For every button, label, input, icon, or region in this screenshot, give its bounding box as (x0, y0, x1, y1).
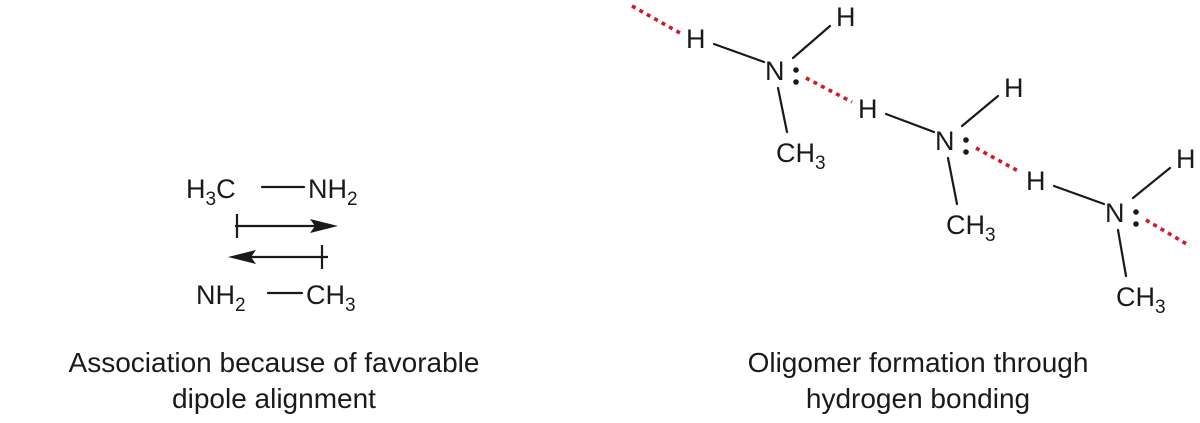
bottom-nh2-label: NH2 (196, 280, 246, 316)
hydrogen-bond-incoming (631, 4, 681, 35)
methylamine-molecule-3: H H N CH3 (1026, 144, 1196, 318)
m3-lone-pair-dot (1133, 221, 1139, 227)
dipole-arrow-left (228, 245, 328, 269)
m2-lone-pair-dot (963, 137, 969, 143)
m2-nitrogen: N (935, 126, 955, 156)
oligomer-caption-line-2: hydrogen bonding (806, 383, 1030, 414)
top-methylamine: H3C NH2 (186, 174, 358, 210)
m2-h-top: H (1004, 73, 1024, 103)
m3-h-left: H (1026, 166, 1046, 196)
m3-nitrogen: N (1105, 198, 1125, 228)
methylamine-molecule-1: H H N CH3 (686, 2, 856, 174)
m1-lone-pair-dot (793, 67, 799, 73)
hydrogen-bond-outgoing (1145, 218, 1191, 248)
oligomer-caption-line-1: Oligomer formation through (748, 347, 1089, 378)
dipole-alignment-panel: H3C NH2 NH2 CH3 Association because of f… (69, 174, 480, 414)
hydrogen-bonding-panel: H H N CH3 H H N CH3 H H (631, 2, 1196, 414)
m2-h-left: H (858, 94, 878, 124)
m3-h-top: H (1176, 144, 1196, 174)
m1-nitrogen: N (765, 56, 785, 86)
methylamine-molecule-2: H H N CH3 (858, 73, 1024, 246)
dipole-caption-line-2: dipole alignment (172, 383, 376, 414)
hydrogen-bond-1 (805, 76, 853, 104)
m3-lone-pair-dot (1133, 209, 1139, 215)
top-h3c-label: H3C (186, 174, 236, 210)
dipole-caption-line-1: Association because of favorable (69, 347, 480, 378)
m1-lone-pair-dot (793, 79, 799, 85)
m1-h-left: H (686, 24, 706, 54)
m2-lone-pair-dot (963, 149, 969, 155)
m1-h-top: H (836, 2, 856, 32)
dipole-arrow-right (235, 214, 338, 238)
bottom-methylamine: NH2 CH3 (196, 280, 356, 316)
top-nh2-label: NH2 (308, 174, 358, 210)
hydrogen-bond-2 (975, 146, 1021, 174)
m2-methyl: CH3 (946, 210, 996, 246)
bottom-ch3-label: CH3 (306, 280, 356, 316)
m3-methyl: CH3 (1116, 282, 1166, 318)
m1-methyl: CH3 (776, 138, 826, 174)
